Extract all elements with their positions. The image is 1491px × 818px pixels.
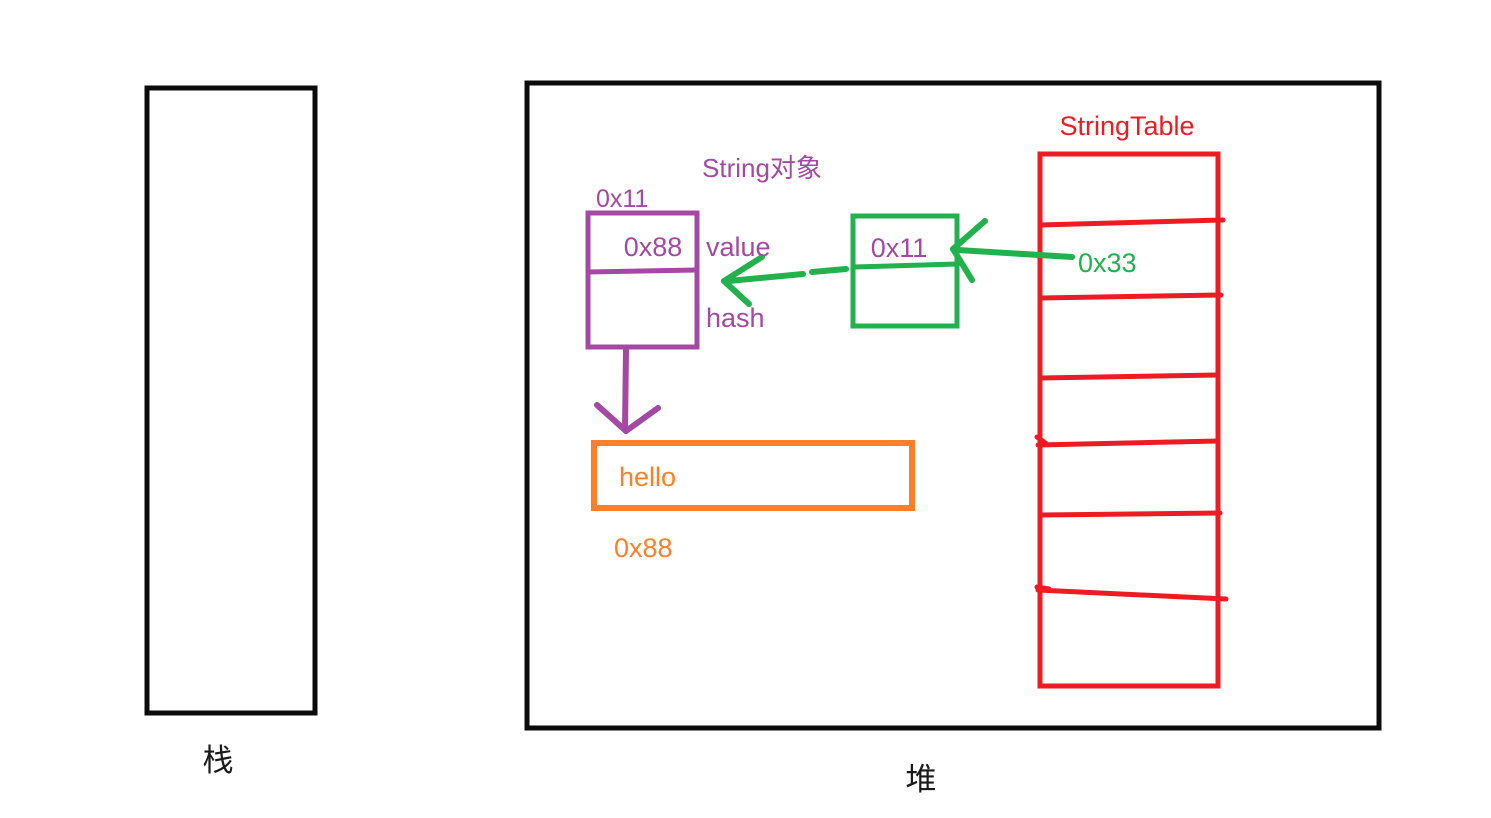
arrow-stringtable-to-reference [950, 218, 1075, 283]
arrow-wing-left [594, 402, 629, 434]
arrow-wing-lower [721, 278, 752, 307]
char-array-address: 0x88 [614, 533, 673, 563]
string-object-value: 0x88 [624, 232, 683, 262]
heap-box [524, 80, 1382, 731]
arrow-shaft [622, 347, 629, 432]
stringtable-divider-1 [1037, 217, 1226, 228]
arrow-wing-upper [721, 254, 765, 284]
reference-box-shape [850, 213, 960, 329]
arrow-string-object-to-char-array [594, 347, 661, 434]
string-object-address: 0x11 [596, 185, 648, 213]
stringtable-outline [1037, 151, 1221, 689]
arrow-shaft-dash-1 [809, 266, 849, 275]
stack-box [144, 85, 318, 716]
stack-label: 栈 [203, 743, 234, 778]
arrow-wing-lower [950, 246, 975, 283]
arrow-wing-upper [950, 218, 988, 252]
stringtable-entry-value: 0x33 [1078, 248, 1137, 278]
stringtable-divider-3 [1037, 372, 1221, 381]
reference-box-value: 0x11 [871, 233, 928, 263]
stringtable-divider-5 [1037, 510, 1223, 518]
reference-box-divider [851, 261, 960, 270]
char-array-value: hello [619, 462, 676, 492]
string-object-divider [585, 267, 700, 275]
stringtable-title: StringTable [1059, 111, 1194, 141]
hash-field-label: hash [706, 303, 765, 333]
char-array-box [591, 440, 915, 511]
reference-box-outline [850, 213, 960, 329]
string-object-outline [585, 210, 700, 350]
arrow-reference-to-string-object [721, 254, 849, 307]
arrow-shaft [955, 247, 1075, 260]
stringtable-divider-4 [1035, 438, 1221, 448]
stringtable-divider-6 [1035, 587, 1229, 602]
string-object-title: String对象 [702, 153, 822, 183]
string-object-shape [585, 210, 700, 350]
stringtable-divider-2 [1037, 292, 1224, 301]
arrow-wing-right [623, 405, 661, 434]
value-field-label: value [706, 232, 771, 262]
arrow-shaft-dash-2 [726, 271, 806, 284]
stringtable-grid [1034, 151, 1229, 689]
heap-label: 堆 [906, 762, 937, 797]
